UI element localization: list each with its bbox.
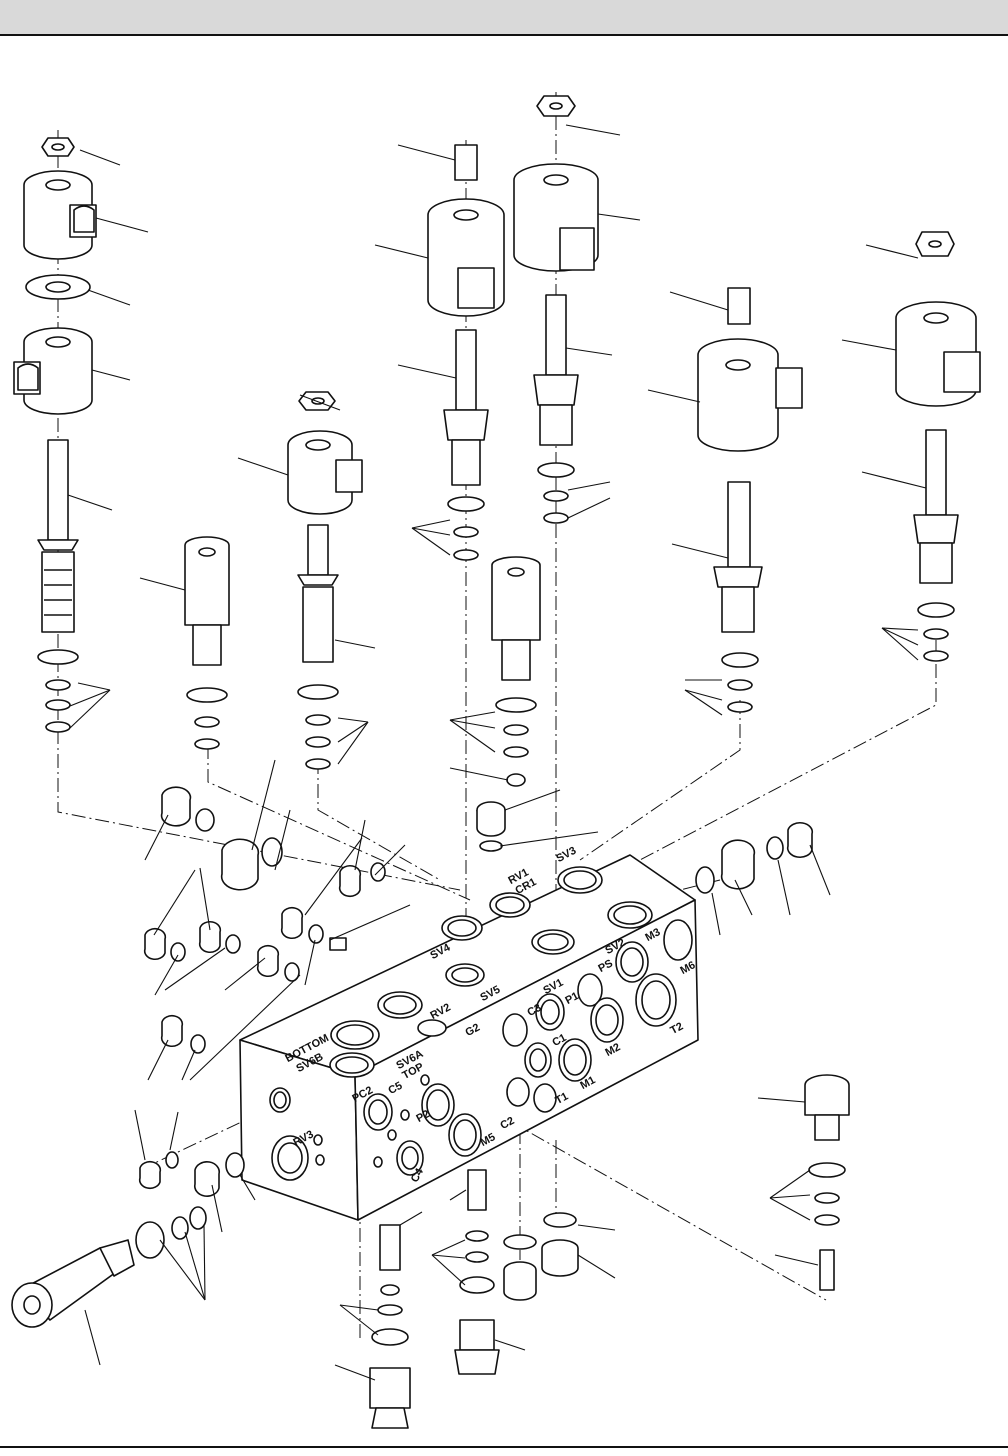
- right-plugs: [695, 821, 814, 894]
- port-label-sv3: SV3: [554, 845, 578, 865]
- left-cartridge-valve: [37, 439, 79, 733]
- port-label-p2: P2: [414, 1108, 432, 1125]
- bottom-valves: [369, 1169, 579, 1429]
- port-label-t1: T1: [553, 1090, 570, 1107]
- manifold-block: [239, 854, 699, 1221]
- upper-center-coil-valve: [427, 144, 505, 561]
- right-center-coil-valve: [697, 287, 803, 713]
- relief-valve-bottom-left: [11, 1206, 207, 1328]
- leader-lines: [67, 124, 927, 1381]
- port-label-c1: C1: [550, 1032, 568, 1049]
- relief-valve-center: [476, 556, 541, 852]
- left-coil-stack: [13, 137, 97, 415]
- right-cartridge-bottom: [804, 1074, 850, 1291]
- far-right-coil-valve: [895, 231, 981, 662]
- center-left-coil-valve: [287, 391, 363, 770]
- port-label-c5: C5: [386, 1080, 404, 1097]
- port-label-c2: C2: [498, 1115, 516, 1132]
- left-plugs: [138, 786, 386, 1197]
- relief-valve-left: [184, 536, 230, 750]
- port-label-t2: T2: [668, 1020, 685, 1037]
- header-band: [0, 0, 1008, 36]
- port-label-p1: P1: [563, 990, 581, 1007]
- port-label-c3: C3: [525, 1002, 543, 1019]
- top-center-coil-valve: [513, 95, 599, 524]
- footer-rule: [0, 1446, 1008, 1448]
